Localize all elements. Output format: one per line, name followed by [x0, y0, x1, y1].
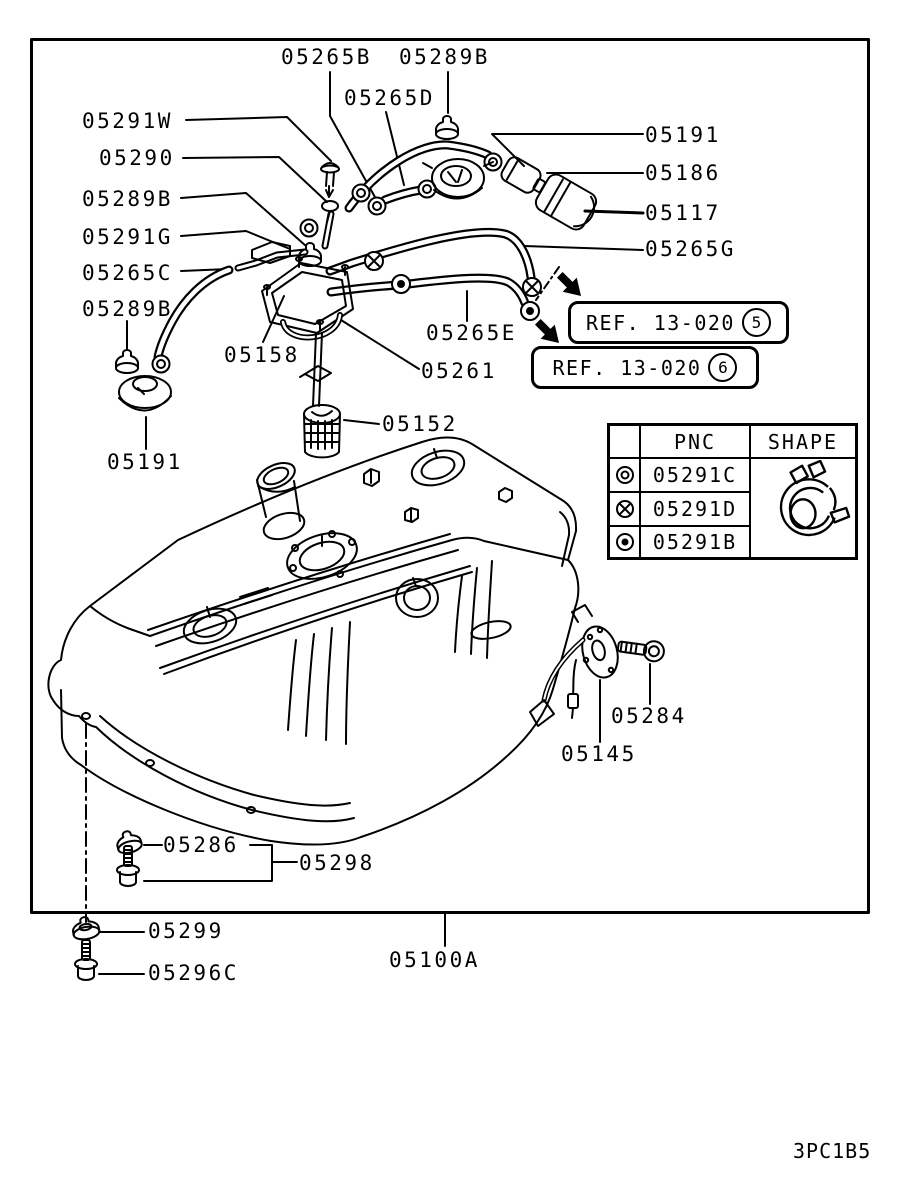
fastener-parts: [72, 115, 665, 981]
ref-link-13-020-5[interactable]: REF. 13-020 5: [568, 301, 789, 344]
ref-number-circle: 6: [708, 353, 738, 382]
leader-lines: [85, 71, 651, 975]
ref-label: REF. 13-020: [586, 310, 735, 335]
clamp-symbol-circle-dot-icon: [610, 527, 641, 557]
part-label-05299: 05299: [148, 919, 224, 943]
part-label-05100A: 05100A: [389, 948, 480, 972]
part-label-05296C: 05296C: [148, 961, 239, 985]
part-label-05191-left: 05191: [107, 450, 183, 474]
fuel-cap-left-drawing: [118, 375, 172, 412]
sheet-code: 3PC1B5: [793, 1139, 872, 1163]
clamp-symbol-circle-x-icon: [610, 493, 641, 527]
fuel-tank-drawing: [47, 436, 580, 846]
double-circle-icon: [367, 196, 387, 216]
part-label-05284: 05284: [611, 704, 687, 728]
table-header-shape: SHAPE: [751, 426, 855, 459]
part-label-05286: 05286: [163, 833, 239, 857]
ref-arrow-icon: [556, 271, 581, 296]
part-label-05289B-a: 05289B: [82, 187, 173, 211]
double-circle-icon: [151, 354, 171, 374]
table-header-pnc: PNC: [641, 426, 751, 459]
fuel-sender-drawing: [529, 604, 619, 727]
fuel-filter-drawing: [534, 173, 598, 231]
ref-arrow-icon: [534, 318, 559, 343]
clamp-symbols: [151, 152, 542, 374]
part-label-05191-right: 05191: [645, 123, 721, 147]
table-header-symbol: [610, 426, 641, 459]
double-circle-icon: [299, 218, 319, 238]
part-label-05291W: 05291W: [82, 109, 173, 133]
part-label-05265G: 05265G: [645, 237, 736, 261]
part-label-05261: 05261: [421, 359, 497, 383]
pnc-value[interactable]: 05291C: [641, 459, 751, 493]
pnc-value[interactable]: 05291B: [641, 527, 751, 557]
part-label-05152: 05152: [382, 412, 458, 436]
ref-number-circle: 5: [741, 308, 771, 337]
part-label-05265B: 05265B: [281, 45, 372, 69]
pnc-shape-table: PNC SHAPE 05291C 05291D 05291B: [607, 423, 858, 560]
part-label-05265D: 05265D: [344, 86, 435, 110]
part-label-05289B-top: 05289B: [399, 45, 490, 69]
part-label-05290: 05290: [99, 146, 175, 170]
pump-bracket-drawing: [261, 256, 354, 459]
double-circle-icon: [351, 183, 371, 203]
circle-x-icon: [364, 251, 384, 271]
part-label-05117: 05117: [645, 201, 721, 225]
clamp-shape-drawing: [751, 459, 855, 557]
part-label-05145: 05145: [561, 742, 637, 766]
diagram-frame: [30, 38, 870, 914]
part-label-05291G: 05291G: [82, 225, 173, 249]
fuel-pump-drawing: [500, 156, 546, 194]
ref-link-13-020-6[interactable]: REF. 13-020 6: [531, 346, 759, 389]
fuel-cap-drawing: [422, 158, 494, 200]
part-label-05289B-b: 05289B: [82, 297, 173, 321]
part-label-05186: 05186: [645, 161, 721, 185]
pnc-value[interactable]: 05291D: [641, 493, 751, 527]
part-label-05265E: 05265E: [426, 321, 517, 345]
part-label-05298: 05298: [299, 851, 375, 875]
part-label-05265C: 05265C: [82, 261, 173, 285]
circle-dot-icon: [520, 301, 540, 321]
ref-label: REF. 13-020: [552, 355, 702, 380]
part-label-05158: 05158: [224, 343, 300, 367]
clamp-symbol-double-circle-icon: [610, 459, 641, 493]
circle-x-icon: [522, 277, 542, 297]
circle-dot-icon: [391, 274, 411, 294]
